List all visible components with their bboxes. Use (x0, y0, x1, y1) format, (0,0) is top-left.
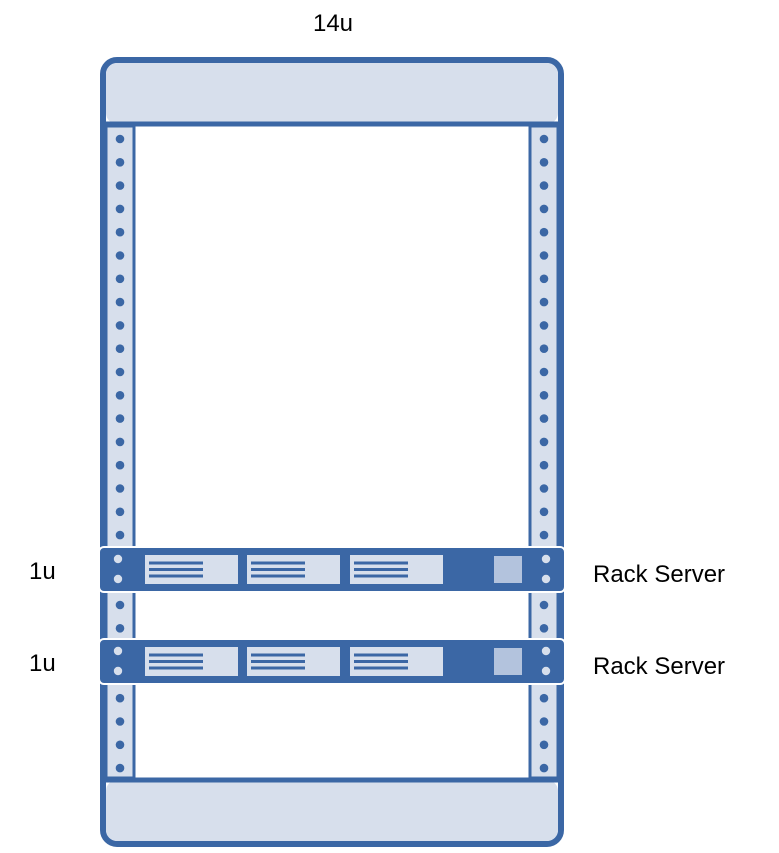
rail-hole (115, 297, 125, 307)
rack-frame (100, 57, 564, 847)
rail-hole (539, 600, 549, 610)
rail-hole (115, 530, 125, 540)
rail-hole (115, 227, 125, 237)
drive-bay (145, 647, 238, 676)
rail-hole (539, 507, 549, 517)
drive-bay (247, 647, 340, 676)
rail-hole (539, 414, 549, 423)
rack-cabinet (100, 57, 564, 847)
rack-top-panel (106, 63, 558, 124)
rail-hole (115, 507, 125, 517)
handle-screw (113, 554, 123, 564)
rail-hole (539, 624, 549, 633)
drive-bay (350, 555, 443, 584)
drive-bay (145, 555, 238, 584)
rail-hole (115, 391, 125, 400)
rail-hole (539, 134, 549, 144)
server-name-label: Rack Server (593, 561, 725, 588)
rack-server[interactable] (98, 546, 566, 593)
status-indicator (494, 648, 522, 675)
status-indicator (494, 556, 522, 583)
rail-hole (539, 437, 549, 447)
server-size-label: 1u (29, 650, 56, 677)
handle-screw (541, 554, 551, 564)
rail-hole (115, 344, 125, 354)
rail-hole (115, 763, 125, 773)
rail-hole (115, 367, 125, 377)
rail-hole (115, 693, 125, 703)
rail-hole (539, 763, 549, 773)
handle-screw (113, 666, 123, 676)
rail-hole (115, 181, 125, 190)
rail-hole (115, 321, 125, 330)
rail-hole (539, 274, 549, 284)
rail-hole (115, 740, 125, 750)
server-size-label: 1u (29, 558, 56, 585)
rail-hole (115, 158, 125, 167)
rail-hole (115, 274, 125, 284)
rail-hole (539, 693, 549, 703)
rail-hole (115, 460, 125, 470)
rail-hole (539, 717, 549, 726)
drive-bay (247, 555, 340, 584)
rail-hole (539, 740, 549, 750)
rack-bottom-panel (106, 780, 558, 841)
rail-hole (115, 484, 125, 493)
rail-hole (539, 158, 549, 167)
handle-screw (541, 646, 551, 656)
drive-bay (350, 647, 443, 676)
rail-hole (539, 204, 549, 214)
handle-screw (113, 646, 123, 656)
rack-server[interactable] (98, 638, 566, 685)
rail-hole (115, 204, 125, 214)
rail-hole (115, 624, 125, 633)
rail-hole (539, 344, 549, 354)
rail-hole (539, 227, 549, 237)
rail-hole (115, 437, 125, 447)
rail-hole (115, 134, 125, 144)
rail-hole (539, 181, 549, 190)
rail-hole (115, 600, 125, 610)
server-name-label: Rack Server (593, 653, 725, 680)
rail-hole (539, 391, 549, 400)
rail-hole (539, 484, 549, 493)
rail-hole (539, 321, 549, 330)
rail-hole (115, 717, 125, 726)
handle-screw (541, 666, 551, 676)
rail-hole (539, 251, 549, 260)
rail-hole (115, 414, 125, 423)
rail-hole (539, 297, 549, 307)
rail-hole (539, 367, 549, 377)
rail-hole (539, 460, 549, 470)
rack-capacity-label: 14u (313, 10, 353, 37)
rail-hole (115, 251, 125, 260)
handle-screw (541, 574, 551, 584)
handle-screw (113, 574, 123, 584)
rail-hole (539, 530, 549, 540)
